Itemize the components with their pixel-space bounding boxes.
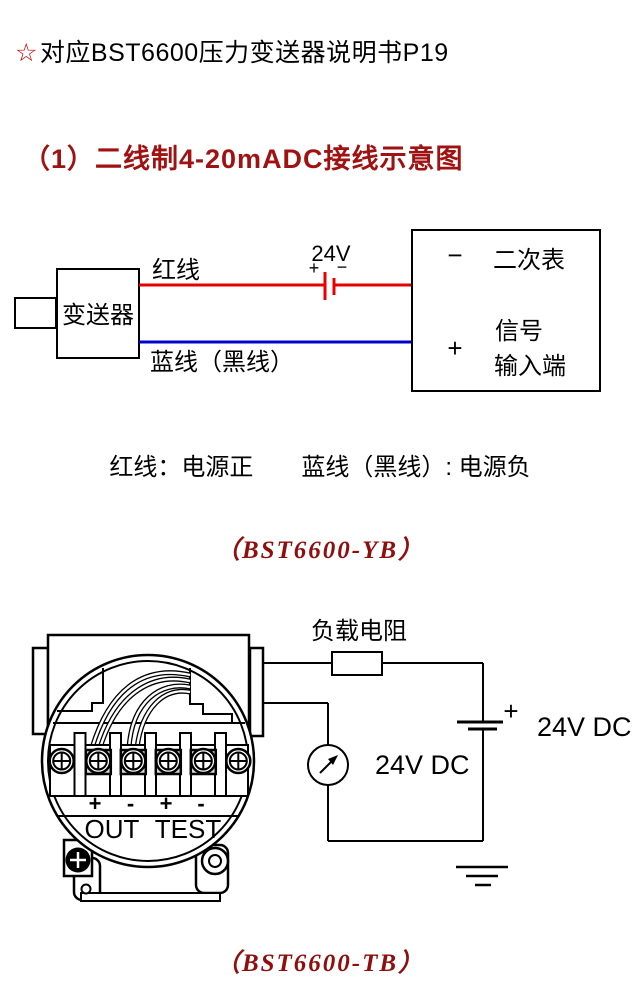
model-label-tb: （BST6600-TB）	[214, 950, 426, 977]
battery-minus-sign: −	[337, 257, 348, 277]
model-label-yb: （BST6600-YB）	[214, 537, 426, 564]
dc-source-label: 24V DC	[537, 712, 632, 742]
terminal-block-wiring-diagram: 负载电阻 + 24V DC 24V DC	[31, 618, 632, 902]
loop-supply-label: 24V DC	[375, 750, 470, 780]
transmitter-box	[56, 268, 140, 359]
tab-hole	[80, 883, 92, 895]
signal-input-label-line1: 信号	[495, 318, 543, 345]
ground-symbol	[456, 865, 508, 887]
red-wire-label: 红线	[152, 257, 200, 284]
signal-input-label-line2: 输入端	[494, 353, 566, 380]
internal-wires	[89, 670, 191, 749]
secondary-meter-box	[411, 229, 601, 392]
section1-title: （1）二线制4-20mADC接线示意图	[23, 144, 464, 174]
battery-voltage-label: 24V	[311, 241, 350, 266]
battery-plus-sign: +	[309, 258, 320, 278]
meter-plus-terminal: +	[447, 333, 462, 363]
blue-wire-label: 蓝线（黑线）	[150, 349, 294, 376]
test-label: TEST	[155, 814, 222, 844]
meter-minus-terminal: −	[447, 240, 462, 270]
out-label: OUT	[85, 814, 140, 844]
ground-screw	[65, 847, 91, 873]
mounting-lug	[200, 846, 230, 876]
terminal-sign-1: +	[89, 791, 102, 816]
load-resistor	[331, 651, 383, 676]
pressure-port	[14, 297, 57, 329]
secondary-meter-label: 二次表	[493, 247, 565, 274]
terminal-sign-4: -	[197, 791, 204, 816]
doc-reference-text: 对应BST6600压力变送器说明书P19	[39, 39, 449, 67]
terminal-sign-3: +	[160, 791, 173, 816]
dc-source-plus-sign: +	[503, 696, 518, 726]
doc-reference-note: ☆对应BST6600压力变送器说明书P19	[15, 33, 449, 69]
dc-source-battery	[457, 720, 503, 731]
transmitter-label: 变送器	[62, 302, 134, 329]
terminal-sign-2: -	[127, 791, 134, 816]
wire-color-legend: 红线：电源正 蓝线（黑线）: 电源负	[109, 454, 531, 481]
terminal-screws	[48, 747, 252, 775]
star-icon: ☆	[15, 39, 38, 67]
battery-symbol	[323, 272, 336, 300]
two-wire-wiring-diagram: 变送器 红线 24V + − 蓝线（黑线） − 二次表 + 信号 输入端	[14, 229, 601, 392]
circuit-wires	[263, 662, 484, 842]
ammeter	[307, 744, 349, 786]
load-resistor-label: 负载电阻	[311, 618, 407, 645]
